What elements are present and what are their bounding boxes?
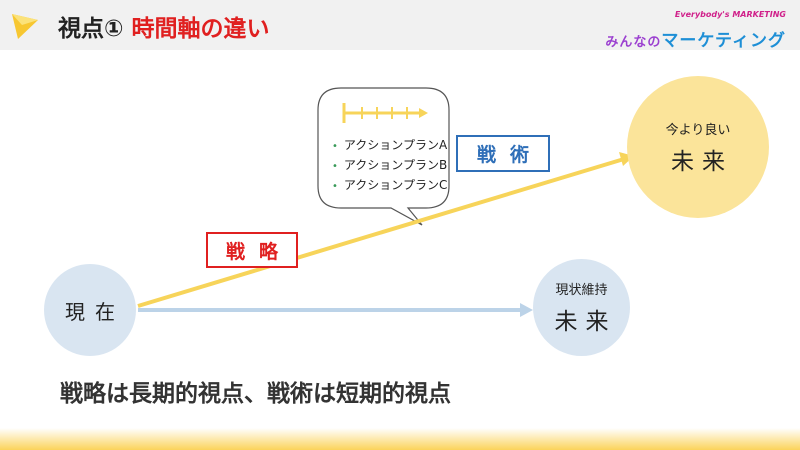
bottom-band: [0, 428, 800, 450]
title-highlight: 時間軸の違い: [131, 16, 270, 42]
tactics-label: 戦術: [456, 135, 550, 172]
logo-kana-small: みんなの: [605, 35, 662, 50]
speech-bubble: [317, 87, 450, 226]
better-future-circle: 今より良い 未来: [627, 76, 769, 218]
timeline-arrowhead: [419, 108, 428, 118]
logo-triangle-icon: [12, 14, 38, 39]
bullet-icon: •: [332, 161, 338, 172]
status-quo-future-circle: 現状維持 未来: [533, 259, 630, 356]
logo: みんなのマーケティング: [605, 26, 786, 51]
strategy-label: 戦略: [206, 232, 298, 268]
better-future-caption: 今より良い: [665, 122, 731, 138]
status-quo-future-label: 未来: [554, 309, 617, 335]
header-bar: 視点① 時間軸の違い Everybody's MARKETING みんなのマーケ…: [0, 0, 800, 51]
summary-caption: 戦略は長期的視点、戦術は短期的視点: [60, 381, 451, 407]
page-title: 視点① 時間軸の違い: [58, 9, 269, 43]
bullet-icon: •: [332, 181, 338, 192]
title-prefix: 視点①: [58, 16, 132, 42]
list-item: •アクションプランB: [332, 158, 448, 172]
action-plan-list: •アクションプランA •アクションプランB •アクションプランC: [332, 136, 447, 196]
logo-kana-big: マーケティング: [661, 31, 786, 51]
present-circle: 現在: [44, 264, 136, 356]
list-item: •アクションプランA: [332, 138, 448, 152]
status-quo-arrowhead: [520, 303, 533, 317]
bullet-icon: •: [332, 141, 338, 152]
strategy-arrow: [137, 157, 625, 308]
status-quo-caption: 現状維持: [555, 283, 608, 298]
list-item: •アクションプランC: [332, 178, 448, 192]
better-future-label: 未来: [671, 148, 733, 175]
logo-tagline: Everybody's MARKETING: [674, 10, 786, 19]
